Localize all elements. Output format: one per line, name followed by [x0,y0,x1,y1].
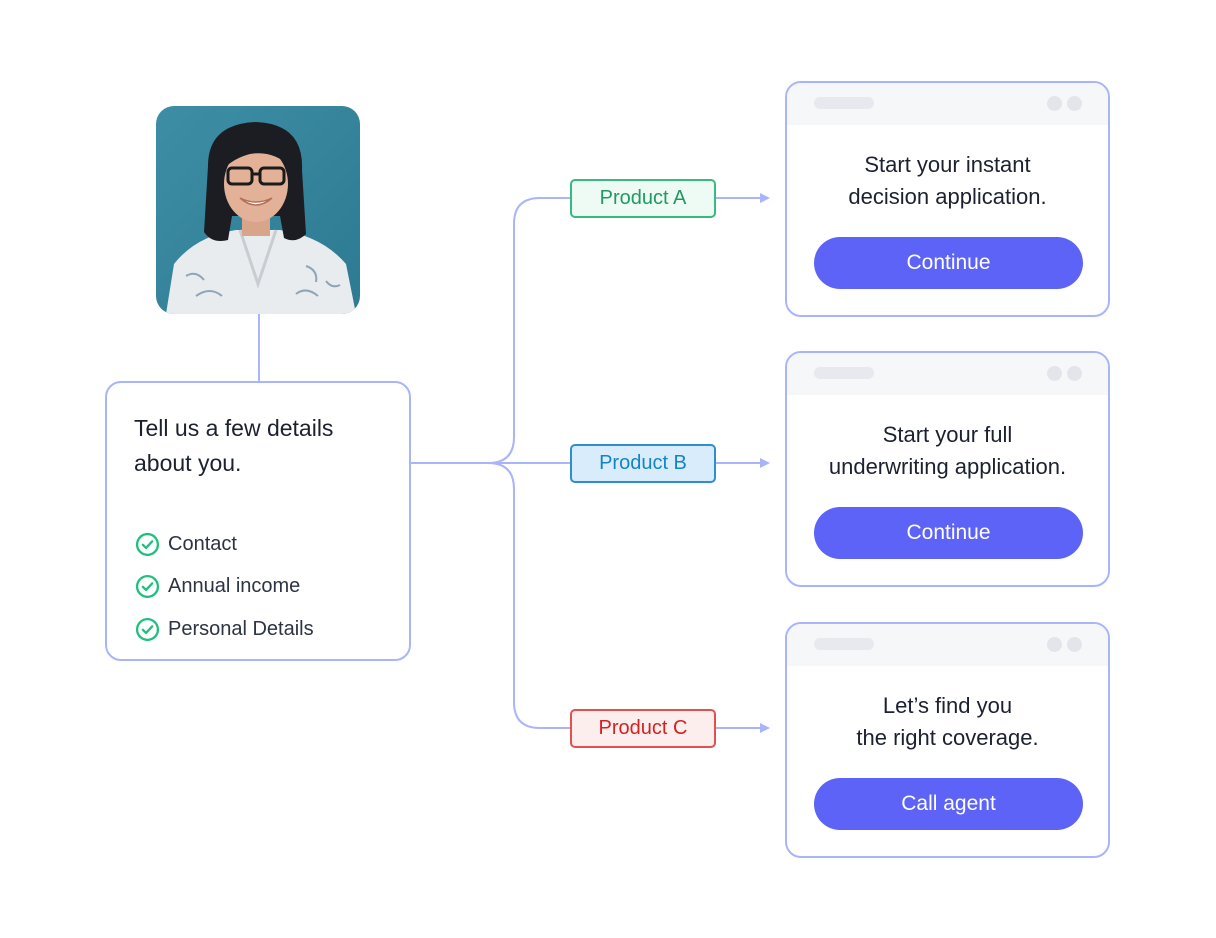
window-message-line-2: the right coverage. [856,725,1039,750]
window-control-dot [1067,96,1082,111]
window-message: Start your full underwriting application… [787,419,1108,483]
checklist-label: Annual income [168,575,301,598]
checklist-item-annual-income: Annual income [135,566,314,609]
checklist-item-personal-details: Personal Details [135,608,314,651]
checklist-item-contact: Contact [135,523,314,566]
product-c-window: Let’s find you the right coverage. Call … [785,622,1110,858]
details-heading-line-2: about you. [134,450,242,476]
window-title-bar [787,353,1108,395]
title-placeholder [814,97,874,109]
window-message: Let’s find you the right coverage. [787,690,1108,754]
person-portrait-illustration [156,106,360,314]
details-card: Tell us a few details about you. Contact… [105,381,411,661]
window-message: Start your instant decision application. [787,149,1108,213]
check-circle-icon [135,532,160,556]
product-b-tag: Product B [570,444,716,483]
window-control-dot [1047,637,1062,652]
product-a-tag: Product A [570,179,716,218]
checklist-label: Contact [168,532,237,555]
window-message-line-2: underwriting application. [828,454,1067,479]
window-control-dot [1067,366,1082,381]
product-a-window: Start your instant decision application.… [785,81,1110,317]
continue-button[interactable]: Continue [814,507,1083,559]
window-title-bar [787,624,1108,666]
product-c-tag: Product C [570,709,716,748]
details-heading: Tell us a few details about you. [134,411,394,481]
check-circle-icon [135,617,160,641]
window-message-line-1: Start your full [882,422,1013,447]
title-placeholder [814,367,874,379]
window-control-dot [1047,96,1062,111]
window-control-dot [1047,366,1062,381]
product-b-window: Start your full underwriting application… [785,351,1110,587]
details-heading-line-1: Tell us a few details [134,415,334,441]
check-circle-icon [135,575,160,599]
checklist-label: Personal Details [168,617,314,640]
window-control-dot [1067,637,1082,652]
window-message-line-1: Let’s find you [882,693,1013,718]
window-message-line-1: Start your instant [864,152,1031,177]
window-title-bar [787,83,1108,125]
details-checklist: Contact Annual income Personal Details [135,523,314,651]
call-agent-button[interactable]: Call agent [814,778,1083,830]
title-placeholder [814,638,874,650]
profile-photo [156,106,360,314]
branch-to-product-c [487,462,570,729]
branch-to-product-a [487,197,570,464]
continue-button[interactable]: Continue [814,237,1083,289]
window-message-line-2: decision application. [848,184,1047,209]
